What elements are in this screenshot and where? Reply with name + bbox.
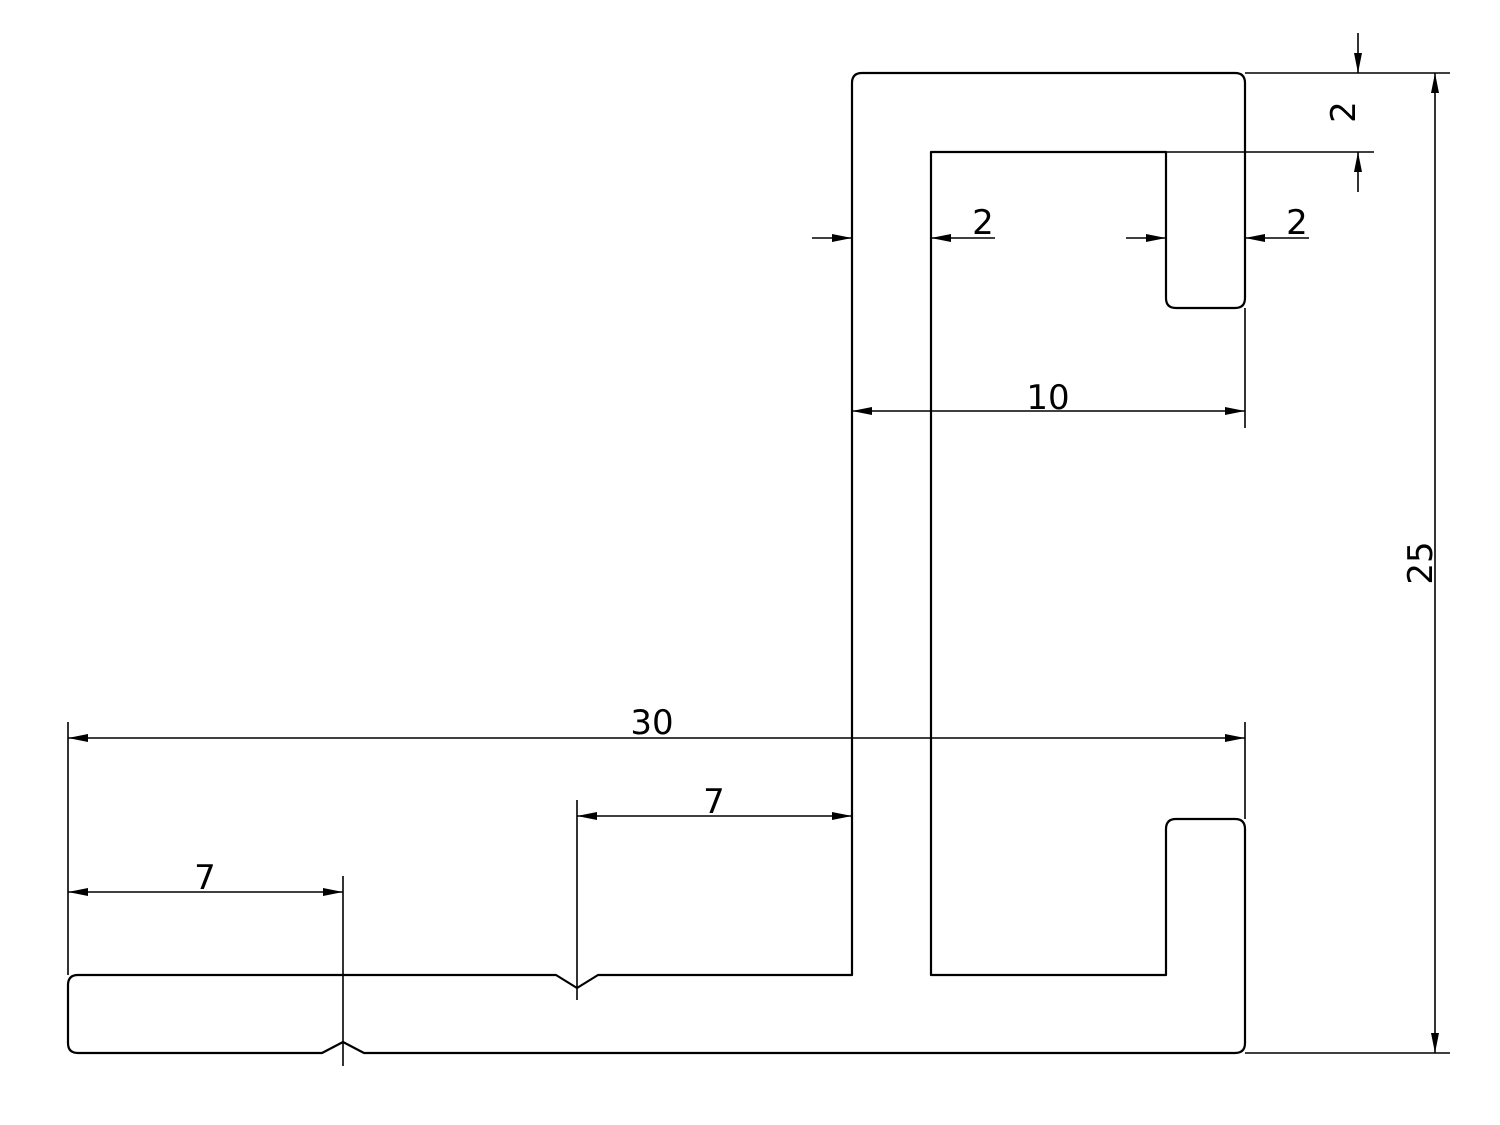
dimension-top-flange-thickness: 2 [1324,33,1364,192]
dimension-overall-height: 25 [1401,73,1441,1053]
dimension-overall-width: 30 [68,703,1245,743]
overall-width-label: 30 [630,703,673,743]
dimension-left-offset: 7 [68,858,343,898]
left-offset-label: 7 [194,858,216,898]
lip-thickness-label: 2 [1286,203,1308,243]
middle-offset-label: 7 [703,782,725,822]
overall-height-label: 25 [1401,541,1441,584]
top-flange-thickness-label: 2 [1324,101,1364,123]
web-thickness-label: 2 [972,203,994,243]
extension-lines [67,72,1450,1066]
dimension-top-flange-width: 10 [852,378,1245,418]
profile-outline [66,71,1247,1055]
dimension-web-thickness: 2 [812,203,995,243]
dimension-middle-offset: 7 [577,782,852,822]
dimension-lip-thickness: 2 [1126,203,1309,243]
top-flange-width-label: 10 [1026,378,1069,418]
